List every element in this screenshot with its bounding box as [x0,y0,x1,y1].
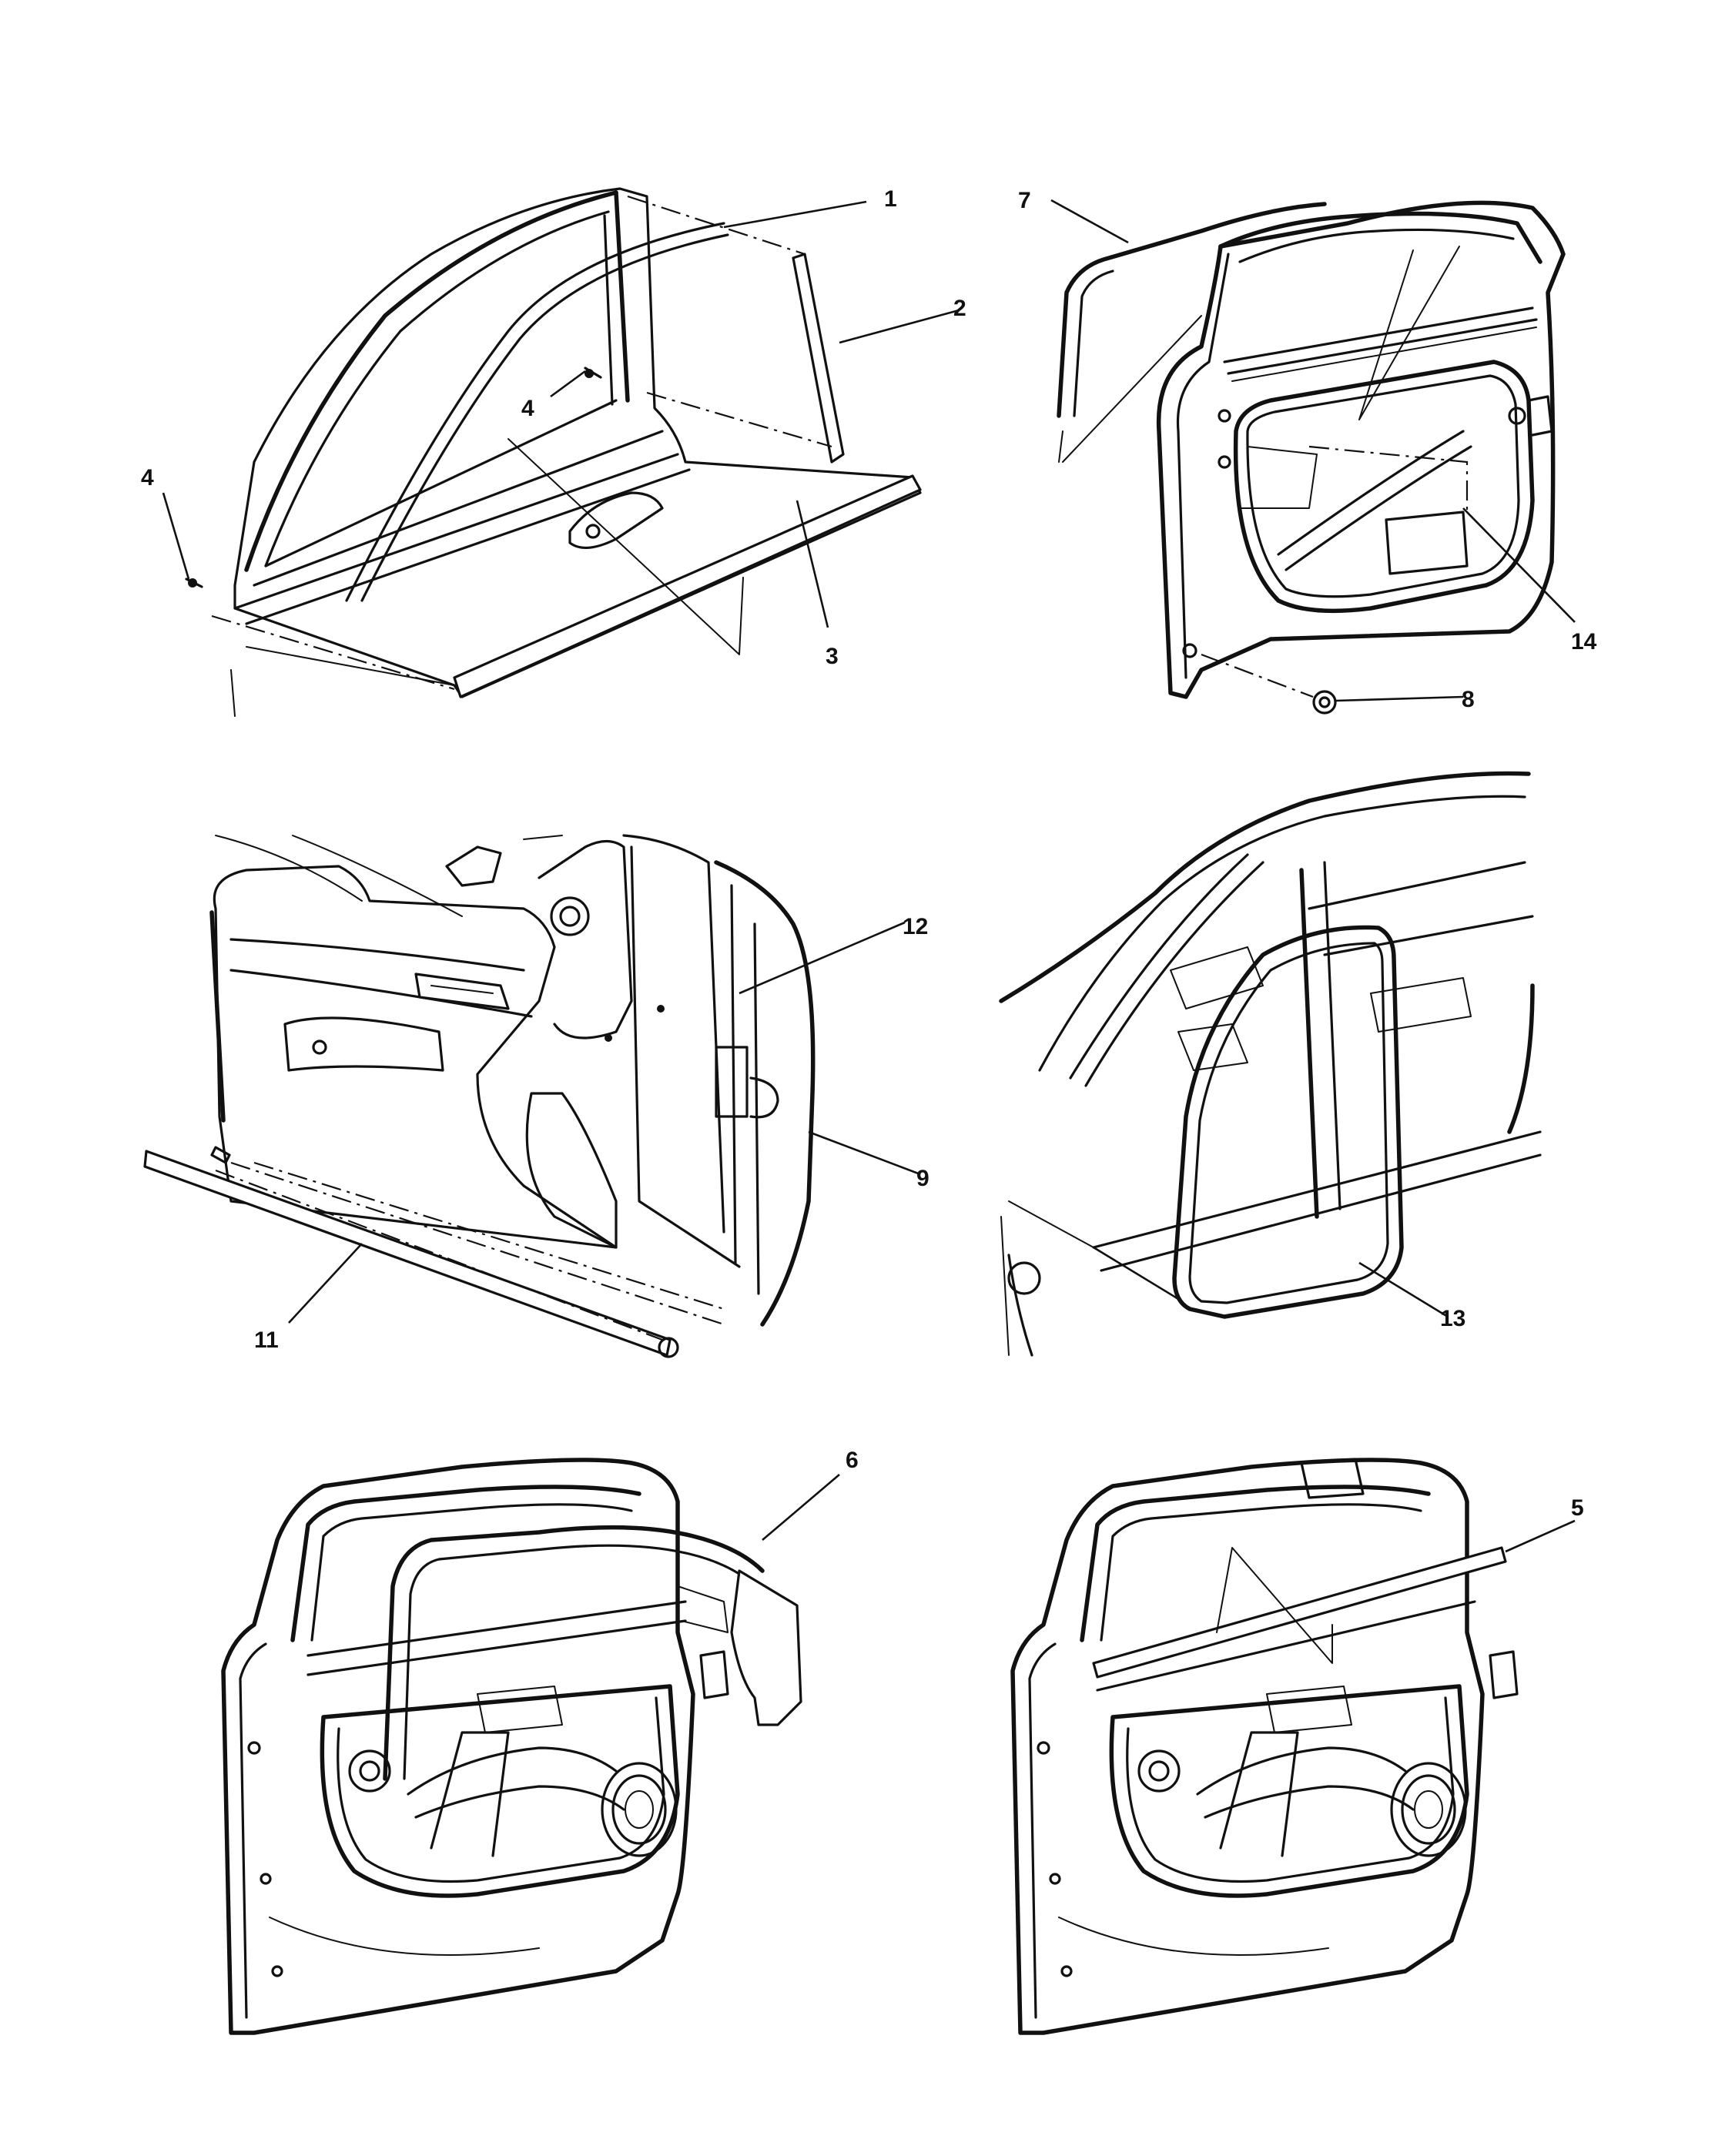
panel-door-trim-sill [143,834,816,1358]
callout-9: 9 [916,1166,929,1191]
panel-door-belt-weatherstrip [1010,1458,1519,2035]
callout-12: 12 [903,914,928,939]
callout-11: 11 [254,1327,279,1353]
callout-4-left: 4 [141,465,154,490]
callout-2: 2 [953,296,966,321]
callout-3: 3 [826,644,839,669]
callout-4-window: 4 [521,396,534,421]
callout-8: 8 [1462,687,1475,712]
callout-13: 13 [1440,1306,1465,1331]
callout-6: 6 [846,1448,859,1473]
leader-lines [162,199,1576,1553]
callout-7: 7 [1018,188,1031,213]
panel-door-exterior-trim [185,187,922,717]
panel-door-glass-run [221,1458,802,2035]
panel-body-opening-weatherstrip [999,771,1542,1357]
callout-1: 1 [884,186,897,212]
callout-14: 14 [1571,629,1597,654]
callout-labels: 1 2 3 4 4 5 6 7 8 9 11 12 13 14 [141,186,1597,1521]
callout-5: 5 [1571,1495,1584,1521]
panel-door-inner-weatherstrip [1057,200,1566,715]
